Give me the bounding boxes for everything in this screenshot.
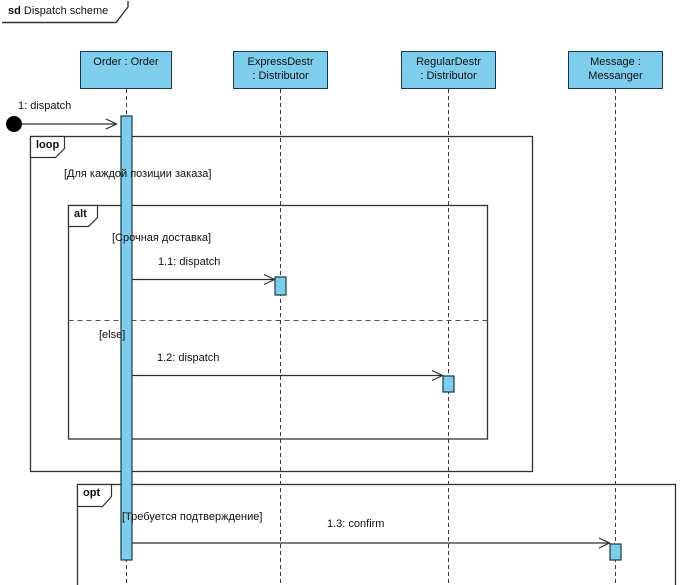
loop-fragment-frame[interactable] <box>29 135 534 473</box>
lifeline-head-regulardestr[interactable]: RegularDestr : Distributor <box>401 51 496 89</box>
opt-operator-pentagon <box>76 483 113 508</box>
message-1-1-label: 1.1: dispatch <box>158 256 221 268</box>
lifeline-head-order[interactable]: Order : Order <box>80 51 172 89</box>
loop-operator-label: loop <box>36 139 60 151</box>
alt-guard-urgent: [Срочная доставка] <box>112 232 212 244</box>
frame-keyword: sd <box>8 5 21 17</box>
alt-guard-else: [else] <box>99 329 126 341</box>
message-1-3-label: 1.3: confirm <box>327 518 385 530</box>
found-message-endpoint[interactable] <box>6 116 22 132</box>
message-activation-bar[interactable] <box>609 543 622 561</box>
message-1-2-label: 1.2: dispatch <box>157 352 220 364</box>
message-1-3-arrowhead-icon <box>598 537 611 549</box>
opt-guard: [Требуется подтверждение] <box>122 511 263 523</box>
opt-fragment-frame[interactable] <box>76 483 677 585</box>
message-1-arrowhead-icon <box>105 118 118 130</box>
message-1-1-arrowhead-icon <box>263 273 276 286</box>
loop-operator-pentagon <box>29 135 66 159</box>
message-1-2-arrowhead-icon <box>431 369 444 382</box>
opt-operator-label: opt <box>83 487 101 499</box>
regulardestr-activation-bar[interactable] <box>442 375 455 393</box>
frame-title: sd Dispatch scheme <box>8 5 108 18</box>
lifeline-head-message[interactable]: Message : Messanger <box>568 51 663 89</box>
frame-tab-outline <box>2 1 129 24</box>
alt-operator-label: alt <box>74 208 87 220</box>
expressdestr-activation-bar[interactable] <box>274 276 287 296</box>
loop-guard: [Для каждой позиции заказа] <box>64 168 212 180</box>
alt-operator-pentagon <box>67 204 99 228</box>
lifeline-head-expressdestr[interactable]: ExpressDestr : Distributor <box>233 51 328 89</box>
order-activation-bar[interactable] <box>120 115 133 561</box>
frame-title-text: Dispatch scheme <box>23 5 109 17</box>
alt-fragment-frame[interactable] <box>67 204 489 440</box>
message-1-label: 1: dispatch <box>18 100 72 112</box>
